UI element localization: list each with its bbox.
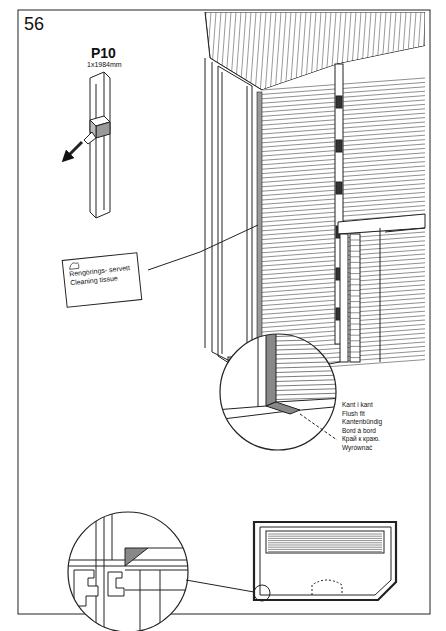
leader-line <box>148 225 258 270</box>
louvre-wall <box>262 46 425 376</box>
note: Wyrównać <box>342 444 372 451</box>
p10-applied <box>257 92 262 372</box>
leader-line <box>186 580 254 592</box>
leader-line <box>300 414 337 440</box>
step-number: 56 <box>24 14 44 35</box>
p10-strip <box>66 72 110 218</box>
part-number: P10 <box>91 45 116 61</box>
page-frame <box>18 10 430 614</box>
note: Flush fit <box>342 410 365 417</box>
note: Край к краю. <box>342 435 380 442</box>
tissue-card: Rengörings- servettCleaning tissue <box>62 252 143 308</box>
detail-flush <box>215 330 345 455</box>
door-frame <box>205 58 252 378</box>
detail-profile <box>66 510 190 631</box>
detail-marker <box>254 585 270 601</box>
note: Bord à bord <box>342 427 376 434</box>
note: Kantenbündig <box>342 418 382 425</box>
window-frame <box>338 214 425 362</box>
note: Kant i kant <box>342 401 373 408</box>
floor-plan <box>254 522 396 600</box>
dimension: 1x1984mm <box>87 61 122 69</box>
